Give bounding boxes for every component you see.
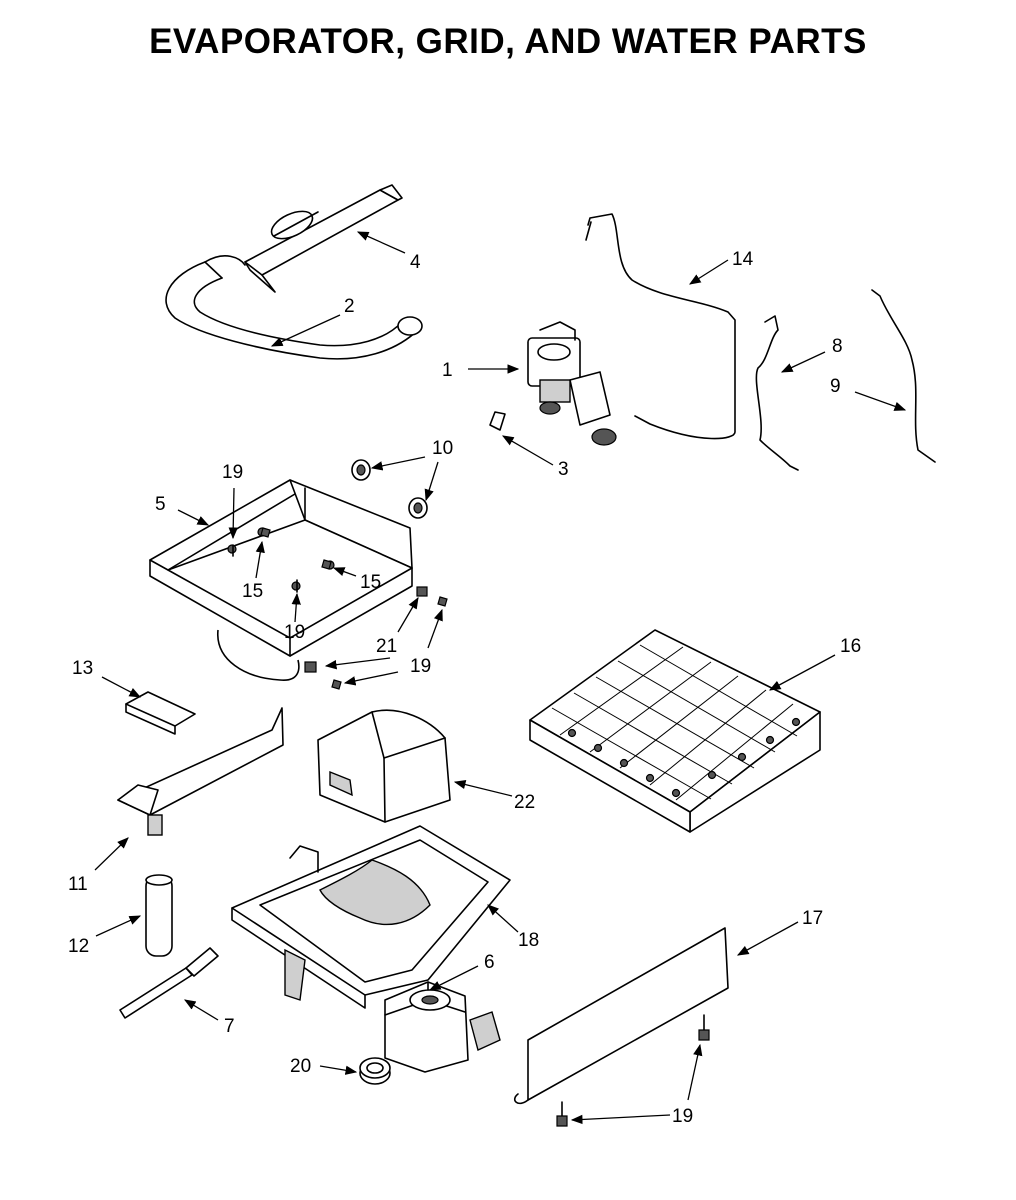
part-water-valve <box>527 321 617 446</box>
callout-13: 13 <box>72 658 93 679</box>
callout-7: 7 <box>224 1016 235 1037</box>
callout-2: 2 <box>344 296 355 317</box>
part-auger-motor <box>384 981 501 1073</box>
diagram-title: EVAPORATOR, GRID, AND WATER PARTS <box>149 22 867 61</box>
part-ice-tray <box>231 825 511 1009</box>
callout-22: 22 <box>514 792 535 813</box>
callout-15-right: 15 <box>360 572 381 593</box>
callout-leaders <box>94 231 907 1125</box>
callout-17: 17 <box>802 908 823 929</box>
part-tube-fitting <box>119 947 219 1019</box>
callout-21: 21 <box>376 636 397 657</box>
part-clip <box>489 411 506 431</box>
part-fill-tube <box>145 874 173 957</box>
part-panel-screws <box>556 1014 710 1127</box>
callout-10: 10 <box>432 438 453 459</box>
callout-5: 5 <box>155 494 166 515</box>
part-ice-grid <box>529 629 821 833</box>
part-evaporator-tube <box>165 255 423 360</box>
callout-1: 1 <box>442 360 453 381</box>
part-water-tube-small <box>755 315 799 471</box>
callout-20: 20 <box>290 1056 311 1077</box>
callout-15-left: 15 <box>242 581 263 602</box>
callout-8: 8 <box>832 336 843 357</box>
part-fill-trough <box>117 707 284 836</box>
part-panel <box>513 927 729 1105</box>
callout-19-right: 19 <box>410 656 431 677</box>
part-thermistor-wire <box>871 289 936 463</box>
part-evaporator-frame <box>149 479 413 681</box>
part-bracket <box>125 691 196 735</box>
callout-3: 3 <box>558 459 569 480</box>
callout-19-bottom: 19 <box>672 1106 693 1127</box>
callout-18: 18 <box>518 930 539 951</box>
callout-19-middle: 19 <box>284 622 305 643</box>
part-evaporator-holder <box>244 184 403 293</box>
callout-4: 4 <box>410 252 421 273</box>
callout-19-top: 19 <box>222 462 243 483</box>
part-nut <box>359 1057 391 1085</box>
callout-16: 16 <box>840 636 861 657</box>
callout-14: 14 <box>732 249 754 270</box>
callout-11: 11 <box>68 874 88 895</box>
callout-9: 9 <box>830 376 841 397</box>
part-water-tube <box>585 213 736 440</box>
part-frame-clips <box>304 586 428 673</box>
callout-labels: 1 2 3 4 5 6 7 8 9 10 11 12 13 14 15 15 1… <box>68 249 861 1127</box>
callout-12: 12 <box>68 936 89 957</box>
part-cover <box>317 709 451 823</box>
part-grommets <box>351 459 428 519</box>
callout-6: 6 <box>484 952 495 973</box>
part-screws <box>232 527 448 690</box>
